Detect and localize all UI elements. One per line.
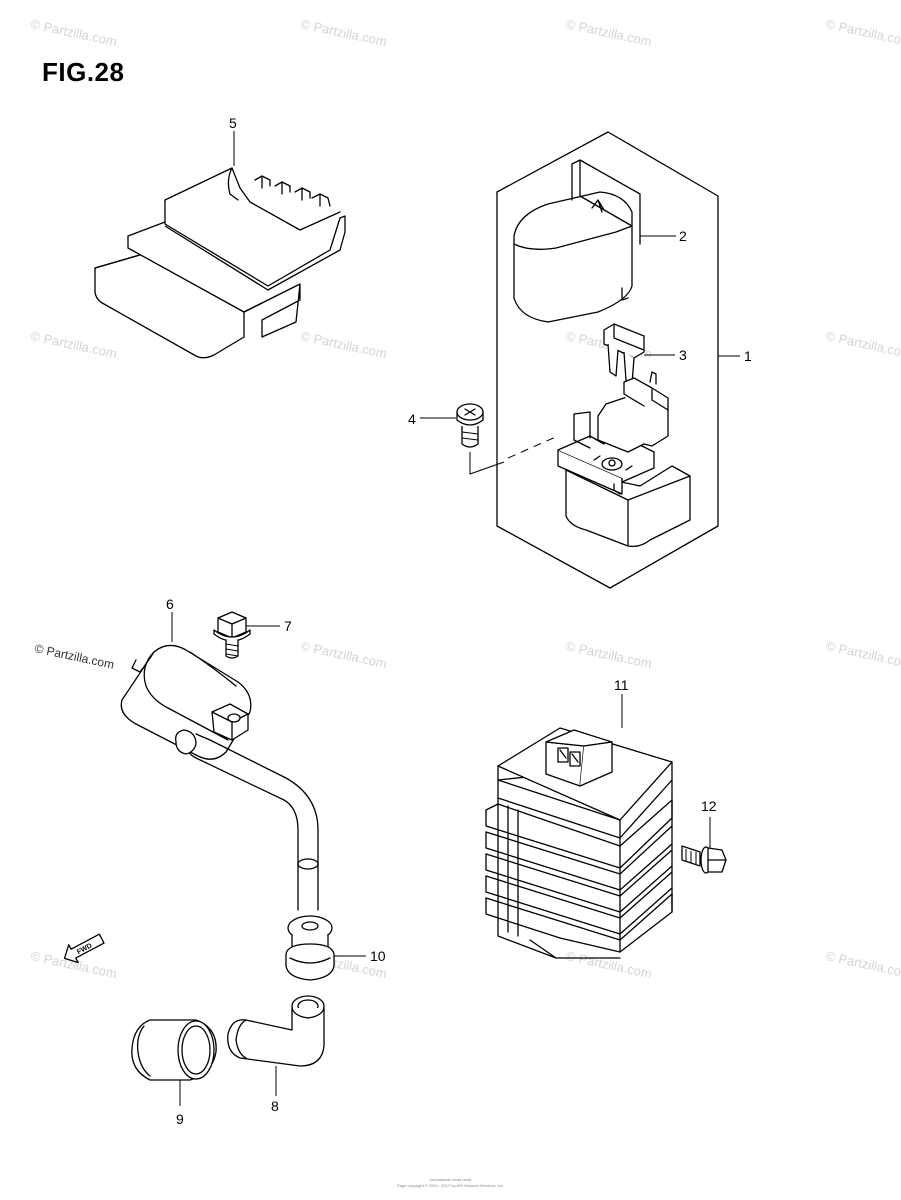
part-2-relay-cover: 2 (513, 159, 687, 323)
watermark: © Partzilla.com (299, 16, 388, 49)
part-6-ignition-coil: 6 (120, 596, 319, 911)
watermark: © Partzilla.com (824, 948, 901, 981)
footer-line-1: (unreadable small print) (429, 1177, 472, 1182)
watermark: © Partzilla.com (564, 16, 653, 49)
watermarks: © Partzilla.com © Partzilla.com © Partzi… (29, 16, 901, 981)
callout-11: 11 (614, 677, 629, 693)
watermark-dark: © Partzilla.com (33, 641, 115, 672)
watermark: © Partzilla.com (29, 328, 118, 361)
callout-5: 5 (229, 115, 237, 131)
callout-1: 1 (744, 348, 752, 364)
starter-relay-body (557, 371, 691, 548)
watermark: © Partzilla.com (299, 638, 388, 671)
watermark: © Partzilla.com (29, 16, 118, 49)
part-9-cap: 9 (131, 1019, 217, 1127)
callout-7: 7 (284, 618, 292, 634)
part-11-regulator-rectifier: 11 (485, 677, 673, 959)
callout-6: 6 (166, 596, 174, 612)
callout-8: 8 (271, 1098, 279, 1114)
footer-copyright: Page copyright © 2004 - 2017 by ARI Netw… (397, 1183, 504, 1188)
part-5-control-unit: 5 (94, 115, 346, 359)
watermark: © Partzilla.com (564, 948, 653, 981)
part-10-grommet: 10 (285, 915, 386, 981)
watermark: © Partzilla.com (824, 638, 901, 671)
watermark: © Partzilla.com (564, 638, 653, 671)
part-1-starter-relay-assembly: 1 (496, 131, 752, 589)
callout-4: 4 (408, 411, 416, 427)
part-7-bolt: 7 (213, 611, 292, 659)
part-4-screw: 4 (408, 403, 559, 475)
watermark: © Partzilla.com (299, 328, 388, 361)
callout-12: 12 (701, 798, 717, 814)
callout-3: 3 (679, 347, 687, 363)
part-12-bolt: 12 (681, 798, 727, 874)
callout-2: 2 (679, 228, 687, 244)
watermark: © Partzilla.com (824, 16, 901, 49)
part-3-fuse: 3 (603, 323, 687, 385)
callout-10: 10 (370, 948, 386, 964)
callout-9: 9 (176, 1111, 184, 1127)
watermark: © Partzilla.com (824, 328, 901, 361)
part-8-spark-plug-cap: 8 (227, 995, 325, 1114)
figure-title: FIG.28 (42, 57, 125, 87)
